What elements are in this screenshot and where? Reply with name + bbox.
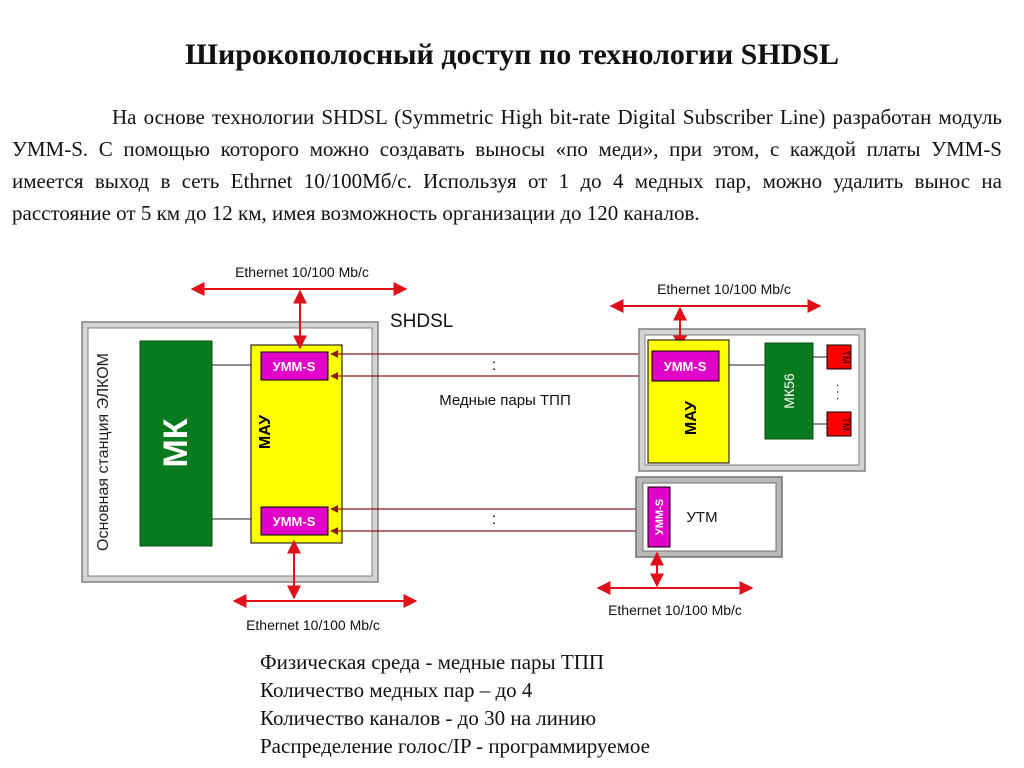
umm-utm-label: УММ-S <box>654 499 666 535</box>
umm-right-label: УММ-S <box>664 359 707 374</box>
feature-item: Количество каналов - до 30 на линию <box>260 706 597 730</box>
mk56-block: МК56 <box>764 342 814 440</box>
ethernet-top-right-label: Ethernet 10/100 Mb/c <box>657 281 791 297</box>
mk56-label: МК56 <box>781 373 797 409</box>
tm-ellipsis: . . . <box>834 384 848 401</box>
umm-right: УММ-S <box>651 350 720 382</box>
copper-pairs-label: Медные пары ТПП <box>439 392 570 409</box>
feature-item: Распределение голос/IP - программируемое <box>260 734 650 758</box>
feature-item: Физическая среда - медные пары ТПП <box>260 650 605 674</box>
page-title: Широкополосный доступ по технологии SHDS… <box>185 38 839 71</box>
ethernet-bottom-left: Ethernet 10/100 Mb/c <box>232 539 418 633</box>
ethernet-top-left: Ethernet 10/100 Mb/c <box>190 264 408 350</box>
umm-left-top-label: УММ-S <box>273 359 316 374</box>
copper-links-bottom: : <box>330 505 649 535</box>
ethernet-top-left-label: Ethernet 10/100 Mb/c <box>235 264 369 280</box>
station-label: Основная станция ЭЛКОМ <box>95 353 112 551</box>
tm-bottom-label: ТМ <box>841 418 851 431</box>
ethernet-bottom-right: Ethernet 10/100 Mb/c <box>596 551 754 618</box>
ethernet-top-right: Ethernet 10/100 Mb/c <box>609 281 822 350</box>
dots-bottom: : <box>492 511 496 528</box>
copper-links-top: : <box>330 350 651 380</box>
tm-block-bottom: ТМ <box>826 411 852 437</box>
mau-left-label: МАУ <box>257 414 274 449</box>
shdsl-label: SHDSL <box>390 311 453 332</box>
mk-label: МК <box>157 418 195 467</box>
umm-left-bottom: УММ-S <box>260 506 329 536</box>
tm-top-label: ТМ <box>841 351 851 364</box>
tm-block-top: ТМ <box>826 344 852 370</box>
dots-top: : <box>492 357 496 374</box>
ethernet-bottom-left-label: Ethernet 10/100 Mb/c <box>246 617 380 633</box>
feature-item: Количество медных пар – до 4 <box>260 678 533 702</box>
features-list: Физическая среда - медные пары ТПП Колич… <box>260 648 860 760</box>
intro-paragraph: На основе технологии SHDSL (Symmetric Hi… <box>12 105 1002 225</box>
umm-utm: УММ-S <box>647 486 671 548</box>
mk-block: МК <box>139 340 213 547</box>
umm-left-bottom-label: УММ-S <box>273 514 316 529</box>
ethernet-bottom-right-label: Ethernet 10/100 Mb/c <box>608 602 742 618</box>
umm-left-top: УММ-S <box>260 351 329 381</box>
utm-label: УТМ <box>686 509 717 526</box>
mau-right-label: МАУ <box>683 400 700 435</box>
